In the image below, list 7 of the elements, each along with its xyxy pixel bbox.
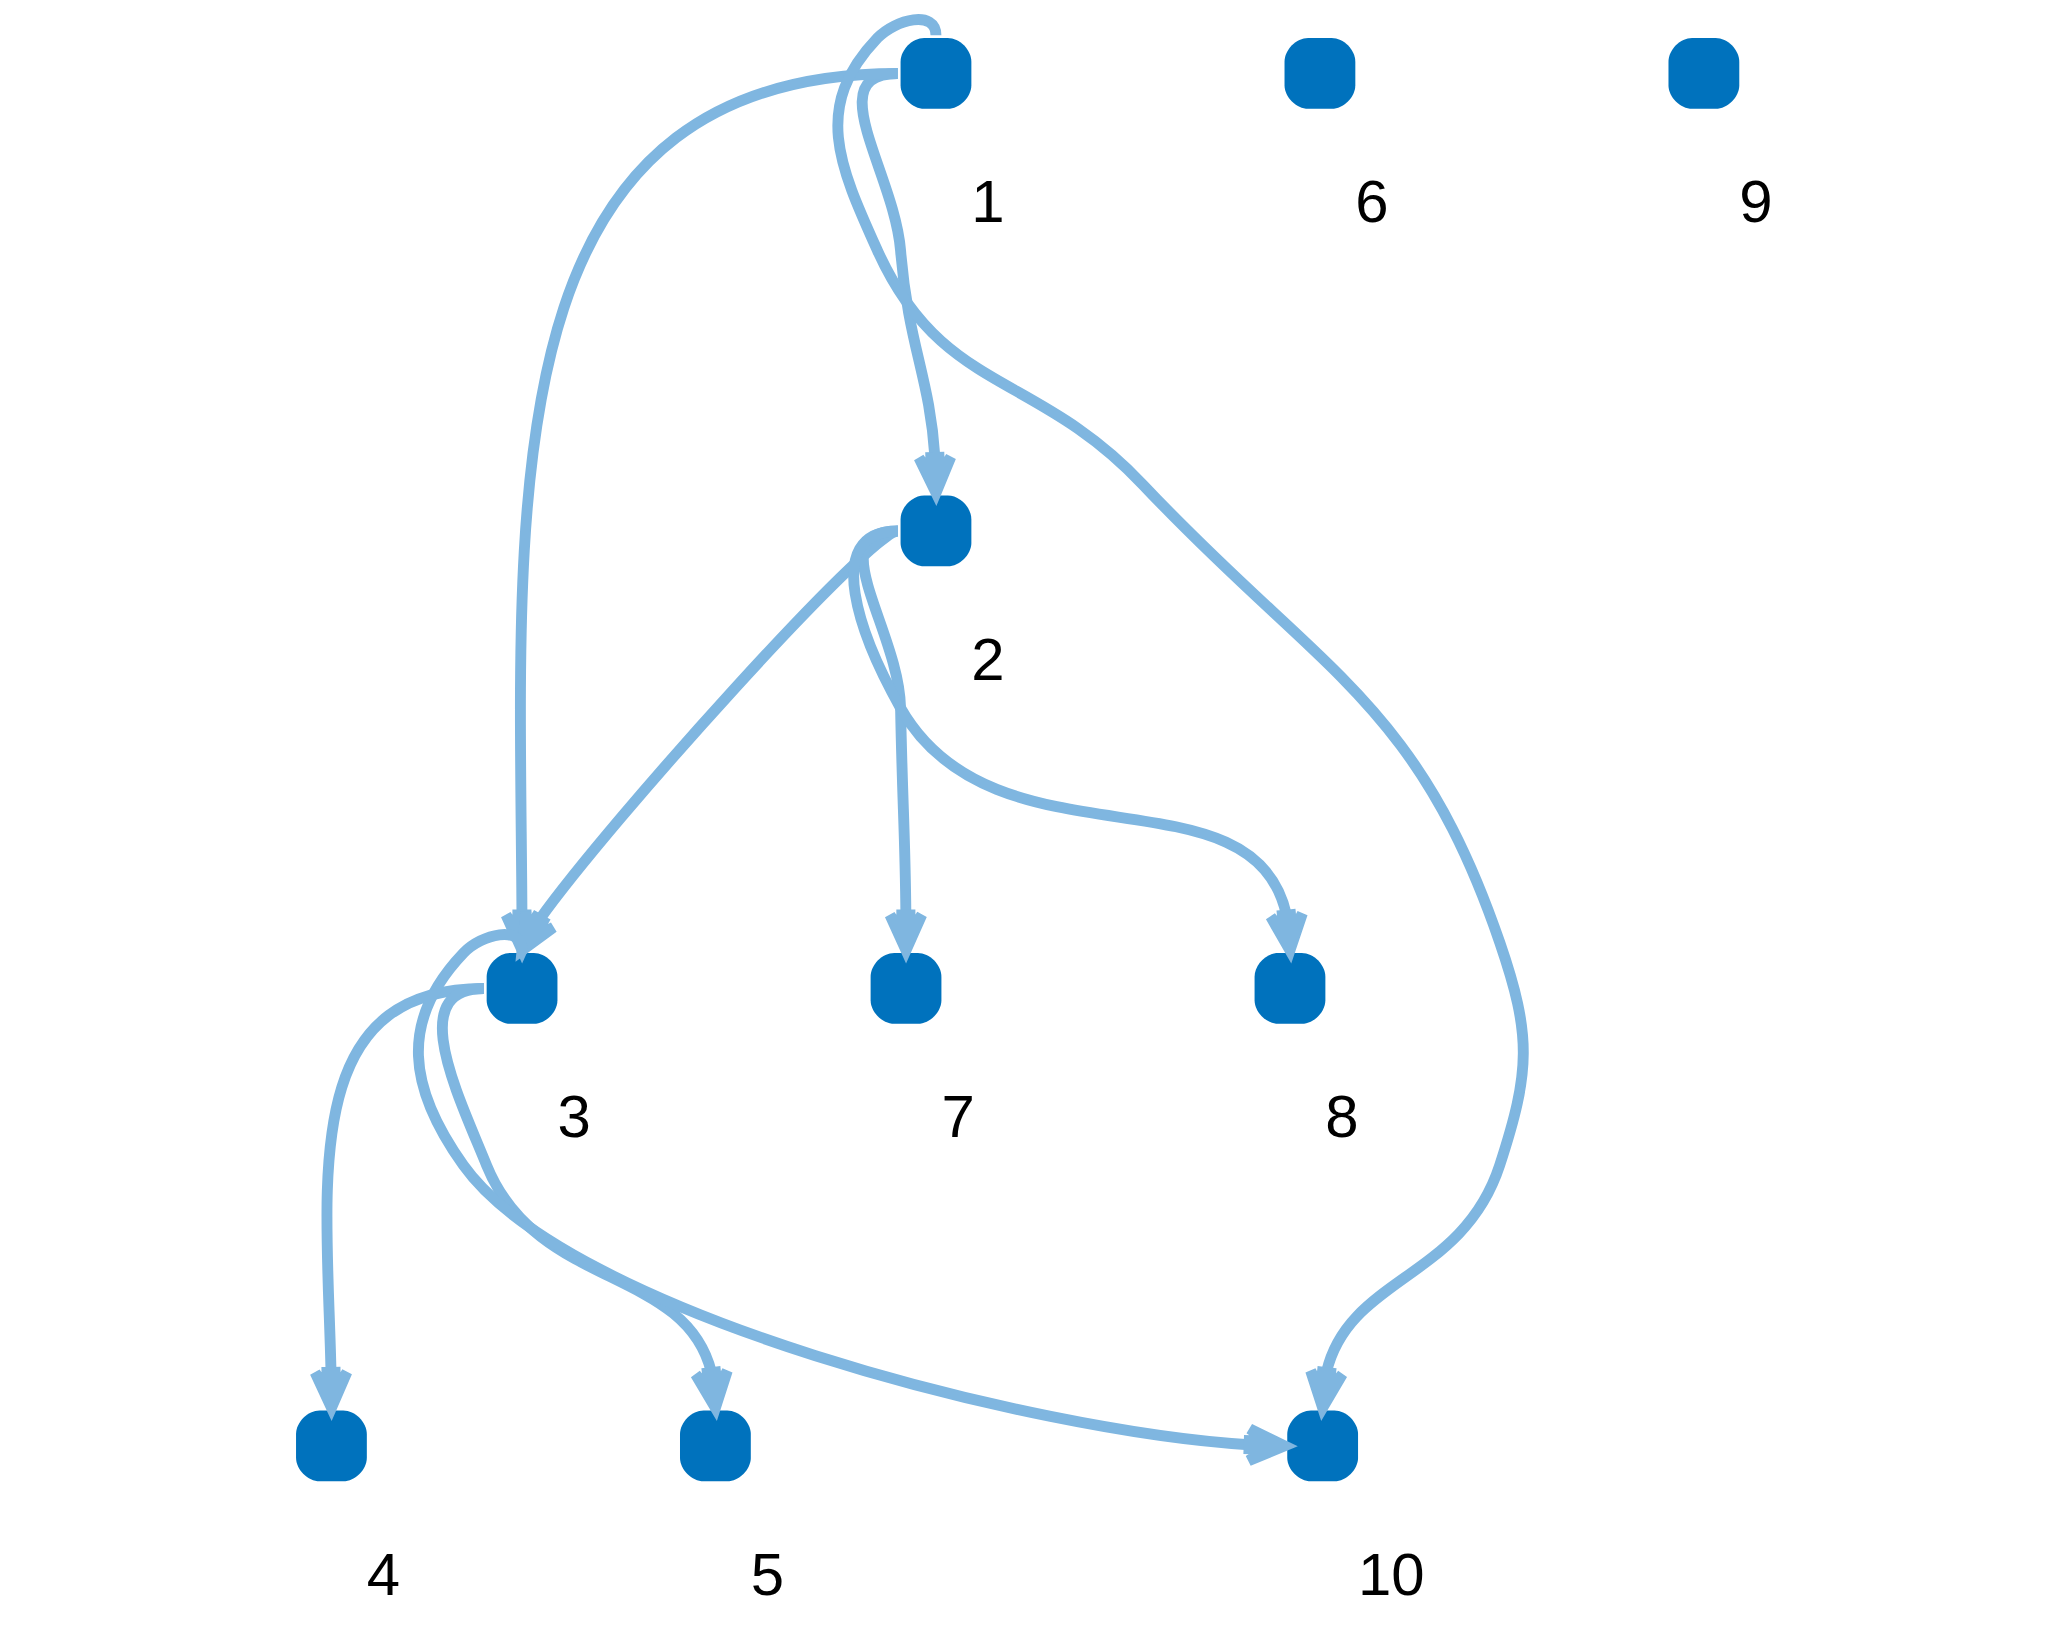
node-label: 10 — [1358, 1540, 1425, 1608]
node-label: 8 — [1325, 1083, 1359, 1151]
node-label: 4 — [366, 1540, 401, 1608]
node-label: 9 — [1739, 168, 1773, 236]
node-label: 6 — [1355, 168, 1389, 236]
node-label: 5 — [750, 1540, 785, 1608]
node-label: 1 — [971, 168, 1005, 236]
